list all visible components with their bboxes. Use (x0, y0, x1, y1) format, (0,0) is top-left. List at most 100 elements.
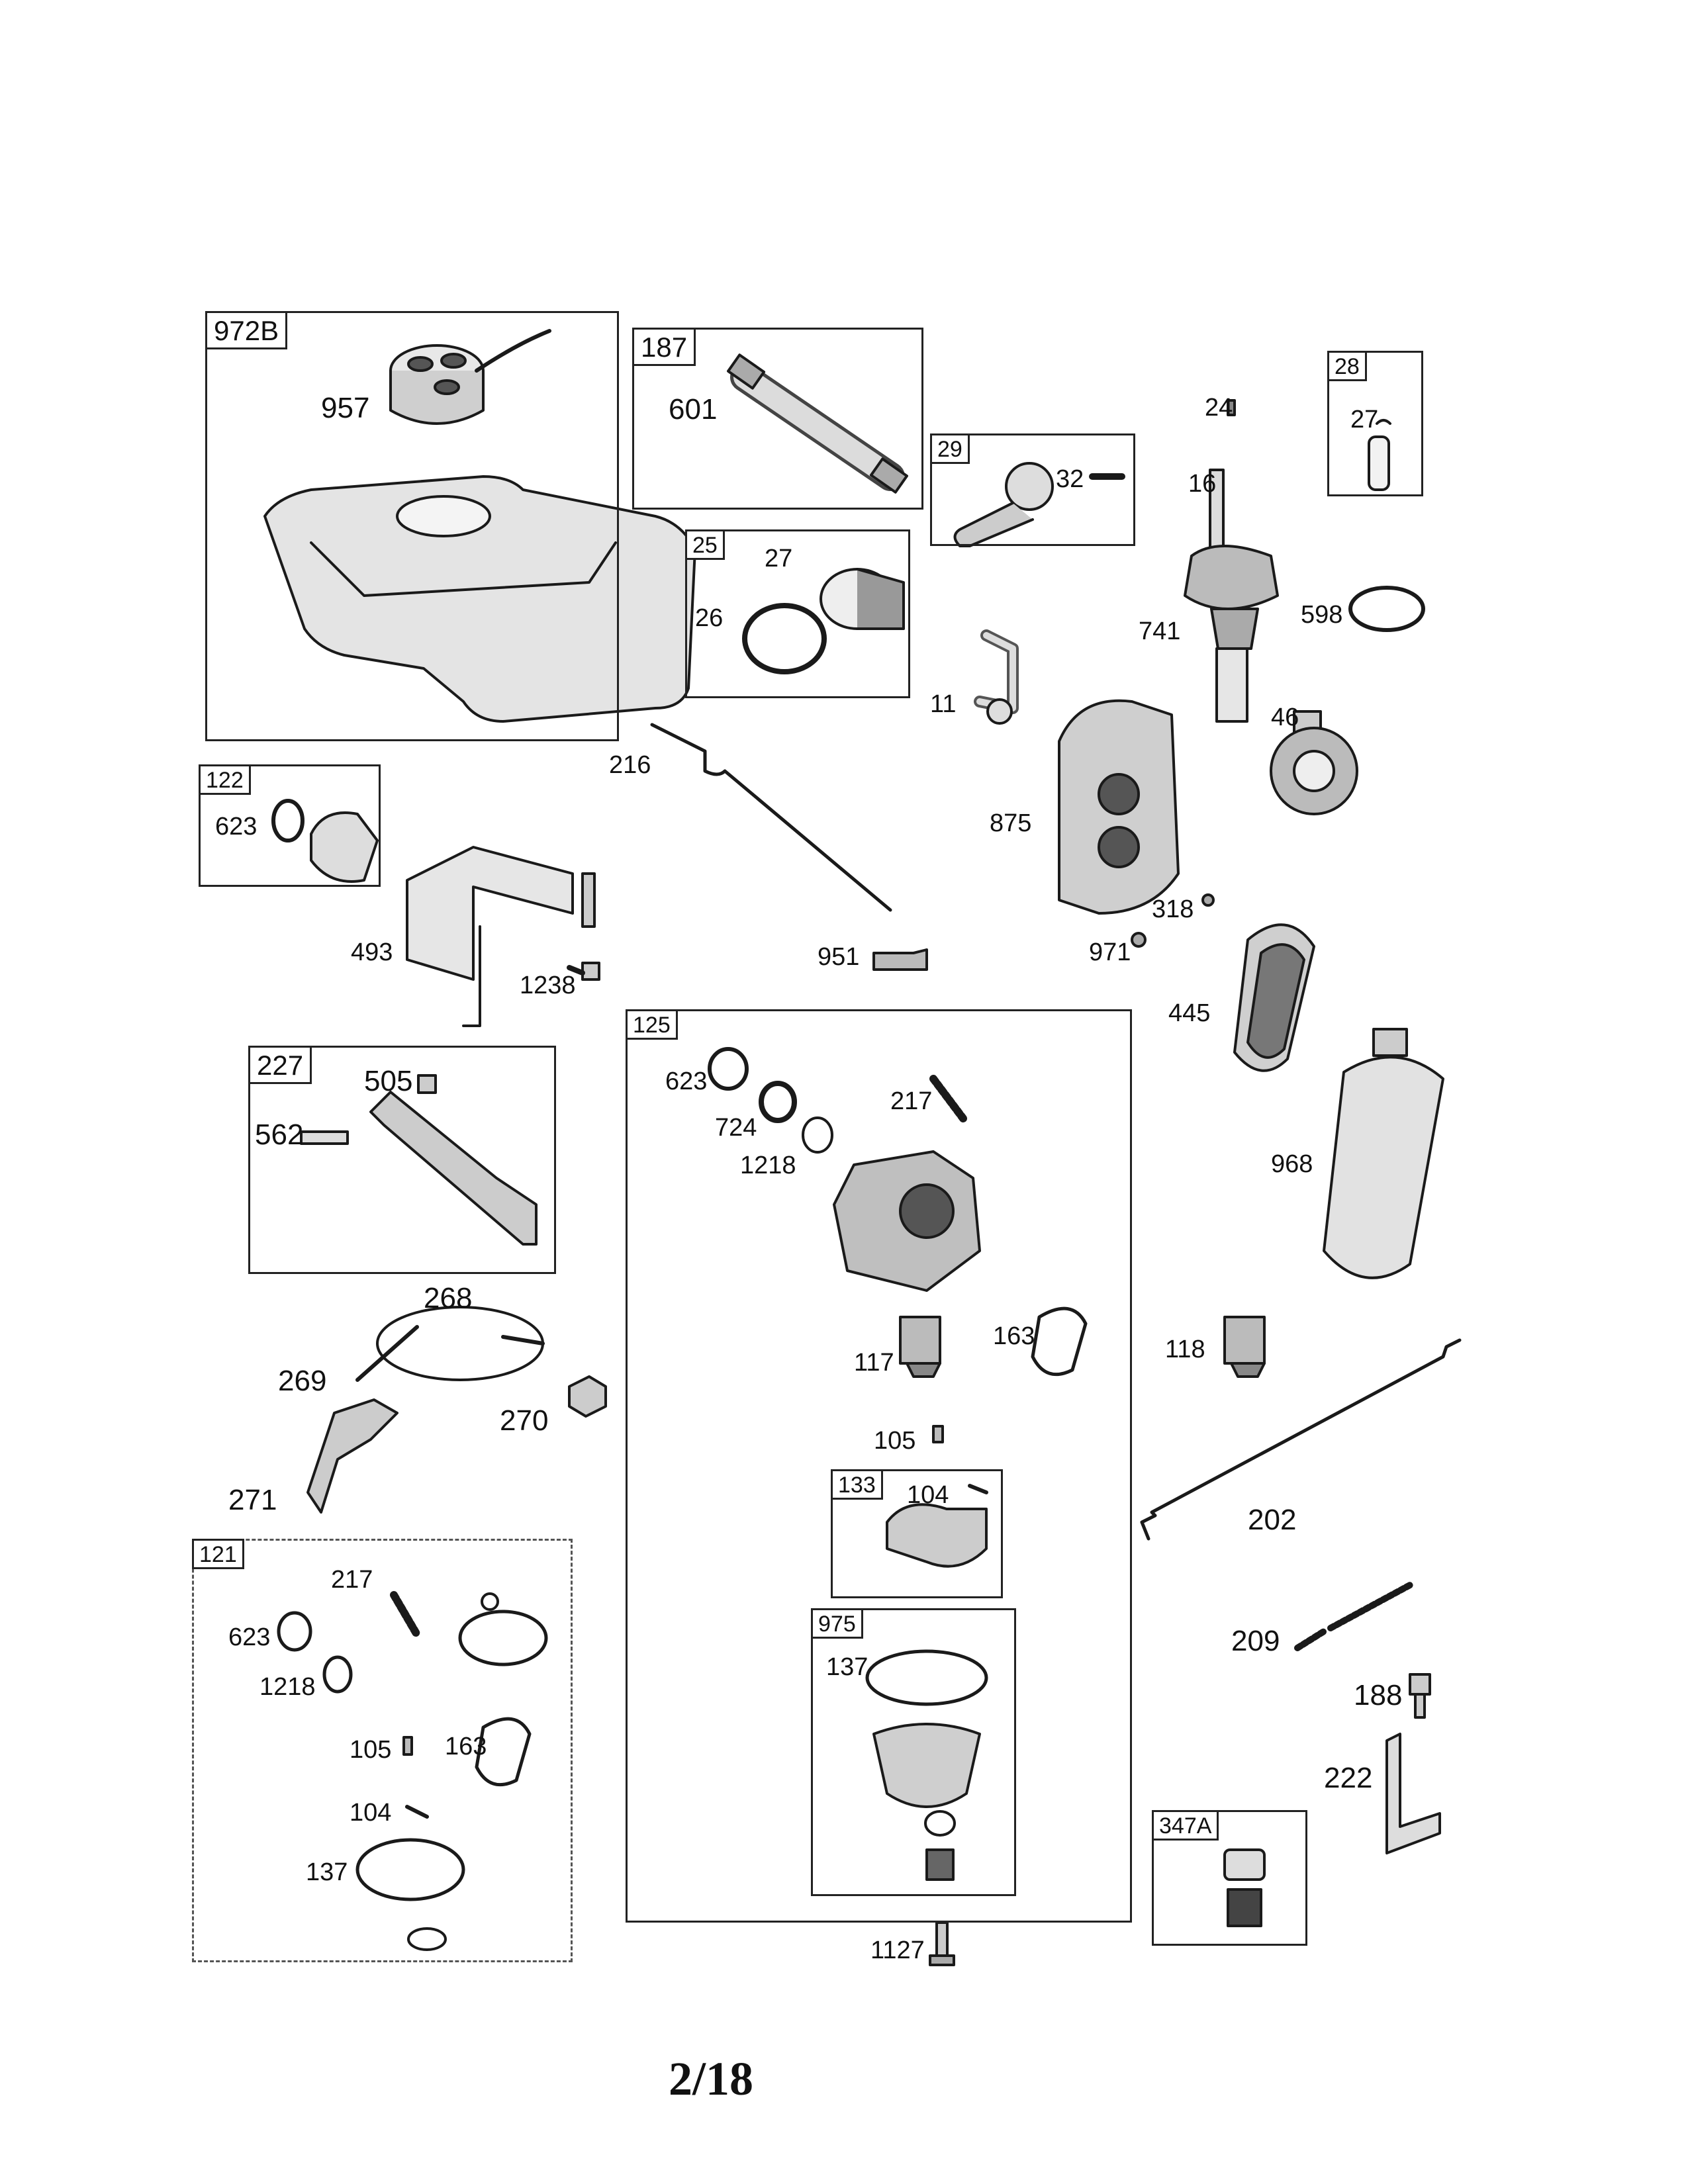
part-label-105-carb: 105 (874, 1427, 916, 1455)
crankcase-cover-drawing (1058, 699, 1180, 915)
group-25-tag: 25 (685, 529, 725, 560)
group-122-box: 122 (199, 764, 381, 887)
group-347A-box: 347A (1152, 1810, 1307, 1946)
part-label-741: 741 (1139, 617, 1181, 645)
governor-rod-drawing (1140, 1338, 1462, 1541)
part-label-104-kit: 104 (350, 1799, 392, 1827)
screw-971-drawing (1131, 932, 1147, 948)
part-label-209: 209 (1231, 1625, 1280, 1657)
part-label-268: 268 (424, 1282, 473, 1314)
group-133-tag: 133 (831, 1469, 883, 1500)
part-label-598: 598 (1301, 601, 1343, 629)
fuel-solenoid-117-drawing (899, 1316, 941, 1378)
float-bowl-drawing (865, 1649, 988, 1881)
group-122-tag: 122 (199, 764, 251, 795)
part-label-270: 270 (500, 1404, 549, 1437)
part-label-318: 318 (1152, 895, 1194, 923)
spring-209-drawing (1294, 1582, 1413, 1651)
part-label-16: 16 (1188, 470, 1217, 498)
part-label-623-adapter: 623 (215, 813, 258, 841)
throttle-cable-drawing (355, 1306, 545, 1382)
part-label-27-piston: 27 (765, 545, 793, 572)
part-label-623-kit: 623 (228, 1623, 271, 1651)
part-label-104-float: 104 (907, 1481, 949, 1509)
breather-tube-drawing (727, 353, 908, 494)
throttle-lever-drawing (300, 1074, 538, 1246)
float-drawing (886, 1484, 988, 1568)
part-label-269: 269 (278, 1365, 327, 1397)
bracket-222-drawing (1385, 1733, 1441, 1854)
crankshaft-drawing (1184, 399, 1279, 723)
group-972B-box: 972B (205, 311, 619, 741)
valve-cover-kit-drawing (1223, 1848, 1266, 1927)
nut-270-drawing (568, 1375, 607, 1418)
part-label-137-kit: 137 (306, 1858, 348, 1886)
camshaft-drawing (1270, 710, 1358, 815)
group-227-tag: 227 (248, 1046, 312, 1084)
part-label-216: 216 (609, 751, 651, 779)
breather-elbow-drawing (974, 629, 1019, 725)
group-29-box: 29 (930, 433, 1135, 546)
fuel-cap-drawing (389, 329, 551, 425)
bolt-1238-drawing (567, 962, 600, 981)
part-label-505: 505 (364, 1065, 413, 1097)
bracket-drawing (406, 846, 596, 1027)
part-label-105-kit: 105 (350, 1736, 392, 1764)
part-label-202: 202 (1248, 1504, 1297, 1536)
piston-drawing (742, 568, 905, 674)
part-label-1238-bracket: 1238 (520, 972, 576, 999)
part-label-222: 222 (1324, 1762, 1373, 1794)
part-label-875: 875 (990, 809, 1032, 837)
part-label-46: 46 (1271, 704, 1299, 731)
part-label-163-kit: 163 (445, 1733, 487, 1760)
part-label-27-pin: 27 (1350, 406, 1379, 433)
part-label-24: 24 (1205, 394, 1233, 422)
part-label-118: 118 (1165, 1336, 1205, 1363)
screw-318-drawing (1201, 893, 1215, 907)
lever-951-drawing (872, 948, 928, 971)
carburetor-drawing (708, 1047, 981, 1292)
bolt-188-drawing (1409, 1673, 1431, 1719)
jet-105-drawing (932, 1425, 944, 1443)
part-label-445: 445 (1168, 999, 1211, 1027)
part-label-562: 562 (255, 1118, 304, 1151)
part-label-623-carb: 623 (665, 1068, 708, 1095)
gasket-163-drawing (1031, 1306, 1088, 1377)
group-28-box: 28 (1327, 351, 1423, 496)
part-label-117: 117 (854, 1349, 894, 1377)
group-133-box: 133 (831, 1469, 1003, 1598)
part-label-32: 32 (1056, 465, 1084, 493)
group-28-tag: 28 (1327, 351, 1367, 381)
group-121-box: 121 (192, 1539, 573, 1962)
part-label-968: 968 (1271, 1150, 1313, 1178)
part-label-971: 971 (1089, 938, 1131, 966)
part-label-163-carb: 163 (993, 1322, 1035, 1350)
group-227-box: 227 (248, 1046, 556, 1274)
part-label-1218-carb: 1218 (740, 1152, 796, 1179)
group-187-tag: 187 (632, 328, 696, 366)
piston-pin-drawing (1368, 419, 1391, 491)
group-975-box: 975 (811, 1608, 1016, 1896)
part-label-493: 493 (351, 938, 393, 966)
part-label-1127: 1127 (870, 1936, 925, 1964)
air-cleaner-adapter-drawing (271, 799, 379, 883)
part-label-26: 26 (695, 604, 724, 632)
part-label-217-kit: 217 (331, 1566, 373, 1594)
group-975-tag: 975 (811, 1608, 863, 1639)
air-cleaner-cover-drawing (1323, 1028, 1444, 1279)
part-label-11: 11 (930, 690, 957, 718)
part-label-271: 271 (228, 1484, 277, 1516)
part-label-1218-kit: 1218 (259, 1673, 316, 1701)
part-label-137-bowl: 137 (826, 1653, 868, 1681)
group-125-tag: 125 (626, 1009, 678, 1040)
governor-link-drawing (650, 723, 892, 912)
fuel-solenoid-118-drawing (1223, 1316, 1266, 1378)
carburetor-kit-drawing (277, 1591, 548, 1951)
oil-seal-drawing (1348, 586, 1425, 632)
part-label-724: 724 (715, 1114, 757, 1142)
fuel-tank-drawing (263, 475, 696, 723)
part-label-951: 951 (818, 943, 860, 971)
part-label-217-carb: 217 (890, 1087, 933, 1115)
group-125-box: 125 (626, 1009, 1132, 1923)
